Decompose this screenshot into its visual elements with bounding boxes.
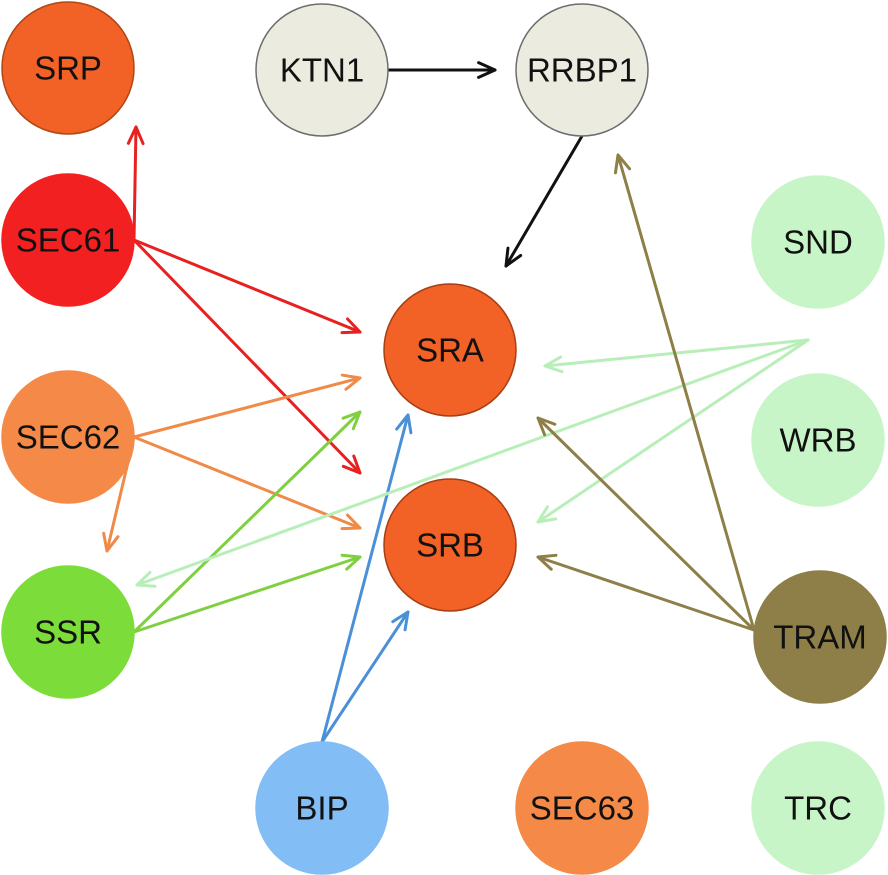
node-label-bip: BIP bbox=[295, 790, 348, 827]
node-ktn1: KTN1 bbox=[255, 3, 389, 137]
arrowhead-tram-to-sra bbox=[536, 416, 557, 437]
arrowhead-tram-to-rrbp1 bbox=[613, 153, 632, 175]
node-label-tram: TRAM bbox=[773, 619, 867, 656]
node-snd: SND bbox=[751, 175, 885, 309]
edge-snd-to-sra bbox=[543, 338, 810, 374]
edge-snd-to-ssr bbox=[135, 338, 810, 588]
node-circle-srb bbox=[383, 478, 517, 612]
arrowhead-bip-to-sra bbox=[395, 413, 413, 435]
edge-line-rrbp1-to-sra bbox=[504, 134, 584, 268]
node-circle-ktn1 bbox=[255, 3, 389, 137]
arrowhead-ssr-to-srb bbox=[340, 553, 362, 571]
node-sra: SRA bbox=[383, 283, 517, 417]
arrowhead-sec61-to-srp bbox=[126, 125, 145, 146]
node-label-rrbp1: RRBP1 bbox=[527, 52, 637, 89]
node-srb: SRB bbox=[383, 478, 517, 612]
edge-sec62-to-srb bbox=[132, 435, 362, 531]
arrowhead-sec61-to-srb bbox=[341, 454, 362, 475]
node-wrb: WRB bbox=[751, 373, 885, 507]
node-circle-tram bbox=[753, 570, 887, 704]
node-sec62: SEC62 bbox=[1, 370, 135, 504]
node-rrbp1: RRBP1 bbox=[515, 3, 649, 137]
node-circle-rrbp1 bbox=[515, 3, 649, 137]
edge-tram-to-sra bbox=[536, 416, 756, 632]
node-ssr: SSR bbox=[1, 565, 135, 699]
node-circle-snd bbox=[751, 175, 885, 309]
node-trc: TRC bbox=[751, 741, 885, 875]
node-srp: SRP bbox=[1, 1, 135, 135]
node-label-sec61: SEC61 bbox=[16, 222, 121, 259]
edge-ssr-to-sra bbox=[132, 410, 362, 634]
node-circle-wrb bbox=[751, 373, 885, 507]
edge-bip-to-sra bbox=[320, 413, 413, 744]
arrowhead-ktn1-to-rrbp1 bbox=[477, 61, 497, 79]
node-label-sra: SRA bbox=[416, 332, 484, 369]
edge-line-sec61-to-sra bbox=[132, 238, 362, 334]
edge-line-ssr-to-sra bbox=[132, 410, 362, 634]
node-label-srp: SRP bbox=[34, 50, 102, 87]
node-circle-sec61 bbox=[1, 173, 135, 307]
node-circle-sec63 bbox=[515, 741, 649, 875]
edge-sec61-to-srp bbox=[126, 125, 145, 242]
edge-line-snd-to-ssr bbox=[135, 338, 810, 587]
node-sec61: SEC61 bbox=[1, 173, 135, 307]
edge-sec61-to-sra bbox=[132, 238, 362, 335]
edge-line-bip-to-sra bbox=[320, 413, 410, 744]
node-tram: TRAM bbox=[753, 570, 887, 704]
edge-line-snd-to-sra bbox=[543, 338, 810, 368]
arrowhead-rrbp1-to-sra bbox=[504, 246, 523, 268]
edge-line-tram-to-sra bbox=[536, 416, 756, 632]
arrowhead-snd-to-ssr bbox=[135, 570, 157, 588]
edge-sec62-to-sra bbox=[132, 373, 362, 439]
node-sec63: SEC63 bbox=[515, 741, 649, 875]
edge-snd-to-srb bbox=[536, 338, 810, 524]
edge-line-sec62-to-srb bbox=[132, 435, 362, 530]
edge-line-tram-to-srb bbox=[536, 555, 756, 632]
arrowhead-snd-to-sra bbox=[543, 355, 564, 374]
node-label-snd: SND bbox=[783, 224, 853, 261]
arrowhead-ssr-to-sra bbox=[341, 410, 362, 431]
node-circle-bip bbox=[255, 741, 389, 875]
edge-line-bip-to-srb bbox=[320, 610, 410, 744]
edge-rrbp1-to-sra bbox=[504, 134, 584, 268]
edge-line-sec61-to-srb bbox=[132, 238, 362, 475]
edge-tram-to-srb bbox=[536, 553, 756, 632]
edge-line-ssr-to-srb bbox=[132, 555, 362, 634]
edge-bip-to-srb bbox=[320, 610, 410, 744]
edge-line-sec61-to-srp bbox=[132, 125, 138, 242]
node-label-ktn1: KTN1 bbox=[280, 52, 364, 89]
node-label-srb: SRB bbox=[416, 527, 484, 564]
node-label-sec63: SEC63 bbox=[530, 790, 635, 827]
arrowhead-sec61-to-sra bbox=[340, 317, 362, 335]
node-bip: BIP bbox=[255, 741, 389, 875]
edge-sec61-to-srb bbox=[132, 238, 362, 475]
arrowhead-tram-to-srb bbox=[536, 553, 558, 571]
edges-layer bbox=[102, 61, 810, 744]
node-circle-sra bbox=[383, 283, 517, 417]
edge-line-tram-to-rrbp1 bbox=[616, 153, 756, 632]
arrowhead-sec62-to-ssr bbox=[102, 531, 120, 553]
edge-ktn1-to-rrbp1 bbox=[386, 61, 497, 79]
arrowhead-bip-to-srb bbox=[391, 610, 410, 632]
node-circle-srp bbox=[1, 1, 135, 135]
node-circle-trc bbox=[751, 741, 885, 875]
edge-line-snd-to-srb bbox=[536, 338, 810, 524]
node-circle-sec62 bbox=[1, 370, 135, 504]
edge-tram-to-rrbp1 bbox=[613, 153, 756, 632]
node-circle-ssr bbox=[1, 565, 135, 699]
edge-ssr-to-srb bbox=[132, 553, 362, 634]
node-label-ssr: SSR bbox=[34, 614, 102, 651]
arrowhead-snd-to-srb bbox=[536, 505, 558, 524]
node-label-sec62: SEC62 bbox=[16, 419, 121, 456]
edge-line-sec62-to-sra bbox=[132, 376, 362, 439]
arrowhead-sec62-to-sra bbox=[340, 373, 362, 391]
node-label-trc: TRC bbox=[784, 790, 852, 827]
node-label-wrb: WRB bbox=[780, 422, 857, 459]
arrowhead-sec62-to-srb bbox=[340, 513, 362, 531]
